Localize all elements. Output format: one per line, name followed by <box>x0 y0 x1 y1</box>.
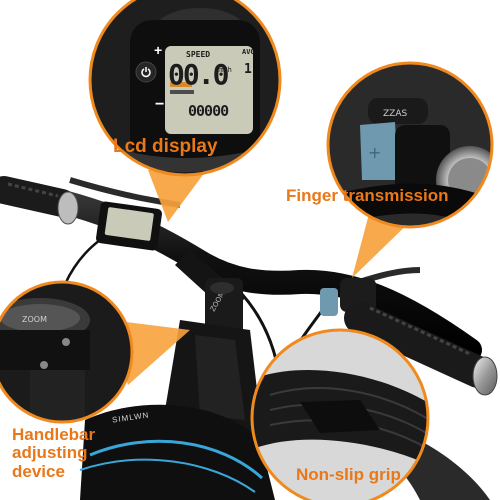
non-slip-grip-callout <box>250 328 430 500</box>
handlebar-adjusting-callout: ZOOM <box>0 280 134 424</box>
power-icon <box>141 67 151 78</box>
lcd-speed-unit: km/h <box>215 66 232 74</box>
lcd-display-label: Lcd display <box>113 136 218 157</box>
lcd-speed-label: SPEED <box>186 50 211 59</box>
handlebar-adjusting-label: Handlebar adjusting device <box>12 425 96 481</box>
finger-transmission-label: Finger transmission <box>286 186 449 205</box>
lcd-callout <box>88 0 282 177</box>
handlebar-label-line-1: Handlebar <box>12 425 96 444</box>
handlebar-label-line-2: adjusting <box>12 443 88 463</box>
svg-text:ZZAS: ZZAS <box>383 109 407 119</box>
non-slip-grip-label: Non-slip grip <box>296 465 401 484</box>
plus-icon: + <box>154 42 163 58</box>
handlebar-label-line-3: device <box>12 461 65 481</box>
lcd-mode-label: AVG <box>242 48 255 56</box>
minus-icon: − <box>155 96 165 113</box>
lcd-callout-pointer <box>148 168 208 222</box>
lcd-speed-readout: 00.0 <box>168 58 229 91</box>
svg-text:+: + <box>368 143 381 162</box>
lcd-odometer: 00000 <box>188 102 229 120</box>
finger-transmission-callout: ZZAS + <box>326 61 494 229</box>
main-bike: ZOOM <box>0 176 498 500</box>
svg-text:ZOOM: ZOOM <box>22 315 47 324</box>
lcd-assist-level: 1 <box>244 62 252 77</box>
